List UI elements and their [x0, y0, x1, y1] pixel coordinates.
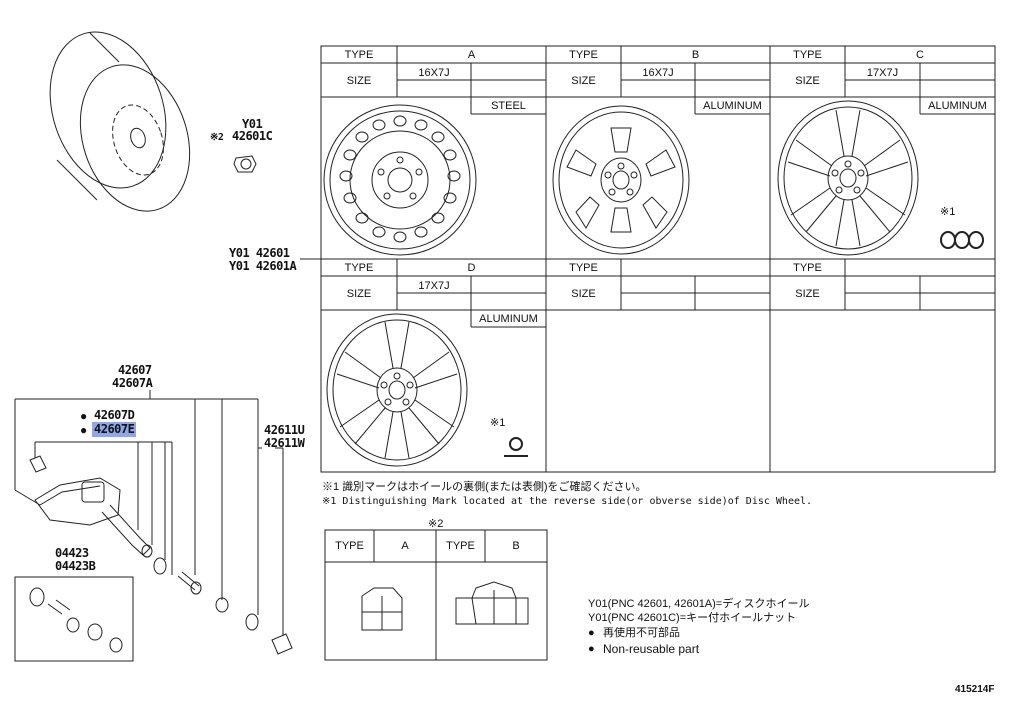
nut-reference-mark: ※2	[210, 132, 224, 143]
size-header-d: SIZE	[346, 288, 372, 300]
part-number-42601a[interactable]: Y01 42601A	[229, 259, 297, 273]
legend-line-1: Y01(PNC 42601, 42601A)=ディスクホイール	[588, 598, 810, 610]
valve-parts-illustration	[153, 557, 293, 655]
size-a-value: 16X7J	[418, 67, 450, 79]
type-header-d: TYPE	[344, 262, 374, 274]
part-number-42607e-highlighted[interactable]: 42607E	[92, 422, 137, 437]
size-c-value: 17X7J	[866, 67, 899, 79]
repair-kit-parts-illustration	[29, 587, 123, 653]
size-header-b: SIZE	[571, 75, 596, 87]
wheel-nut-icon	[233, 155, 257, 173]
type-header-f: TYPE	[793, 262, 822, 274]
part-number-42607a[interactable]: 42607A	[112, 376, 153, 390]
nut-type-header-a: TYPE	[335, 540, 364, 552]
tire-illustration	[49, 31, 191, 212]
nut-type-header-b: TYPE	[446, 540, 475, 552]
nut-type-b-icon	[455, 581, 529, 625]
nut-type-a-value: A	[401, 540, 409, 552]
type-a-value: A	[467, 49, 476, 61]
size-header-a: SIZE	[346, 75, 372, 87]
legend-line-4: Non-reusable part	[603, 642, 700, 656]
material-c-value: ALUMINUM	[928, 100, 987, 112]
distinguishing-mark-d-icon	[504, 437, 528, 457]
figure-id: 415214F	[955, 684, 995, 695]
material-d-value: ALUMINUM	[479, 313, 538, 325]
repair-kit-frame	[14, 576, 134, 662]
non-reusable-bullet-2: ●	[80, 423, 88, 437]
material-b-value: ALUMINUM	[703, 100, 762, 112]
distinguishing-mark-c-icon	[940, 231, 984, 249]
size-header-f: SIZE	[795, 288, 820, 300]
aluminum-wheel-d	[326, 313, 468, 467]
note-japanese: ※1 識別マークはホイールの裏側(または表側)をご確認ください。	[322, 481, 647, 493]
nut-table-reference: ※2	[428, 518, 444, 530]
legend-line-2: Y01(PNC 42601C)=キー付ホイールナット	[588, 612, 797, 624]
part-number-42611u[interactable]: 42611U	[264, 423, 305, 437]
steel-wheel-a	[323, 104, 477, 256]
mark-d-reference: ※1	[490, 417, 506, 429]
size-header-c: SIZE	[795, 75, 820, 87]
type-header-b: TYPE	[569, 49, 598, 61]
part-number-42607d[interactable]: 42607D	[94, 408, 135, 422]
type-header-c: TYPE	[793, 49, 822, 61]
part-number-42601c[interactable]: 42601C	[232, 129, 273, 143]
part-number-04423b[interactable]: 04423B	[55, 559, 96, 573]
type-b-value: B	[691, 49, 700, 61]
part-number-y01: Y01	[242, 117, 263, 131]
material-a-value: STEEL	[491, 100, 526, 112]
size-d-value: 17X7J	[418, 280, 450, 292]
aluminum-wheel-b	[552, 105, 690, 255]
type-c-value: C	[916, 49, 924, 61]
note-english: ※1 Distinguishing Mark located at the re…	[322, 496, 813, 507]
mark-c-reference: ※1	[940, 206, 956, 218]
tpms-sensor-illustration	[29, 455, 153, 558]
part-number-04423[interactable]: 04423	[55, 546, 89, 560]
nut-type-b-value: B	[512, 540, 520, 552]
legend-bullet-2: ●	[588, 643, 595, 655]
part-number-42601[interactable]: Y01 42601	[229, 246, 290, 260]
part-number-42607[interactable]: 42607	[118, 363, 152, 377]
size-b-value: 16X7J	[642, 67, 674, 79]
non-reusable-bullet-1: ●	[80, 409, 88, 423]
part-number-42611w[interactable]: 42611W	[264, 436, 305, 450]
legend-bullet-1: ●	[588, 627, 595, 639]
legend-line-3: 再使用不可部品	[603, 627, 680, 639]
type-header-e: TYPE	[569, 262, 598, 274]
nut-type-a-icon	[361, 587, 403, 631]
size-header-e: SIZE	[571, 288, 596, 300]
aluminum-wheel-c	[777, 100, 919, 256]
type-header-a: TYPE	[344, 49, 374, 61]
type-d-value: D	[467, 262, 476, 274]
